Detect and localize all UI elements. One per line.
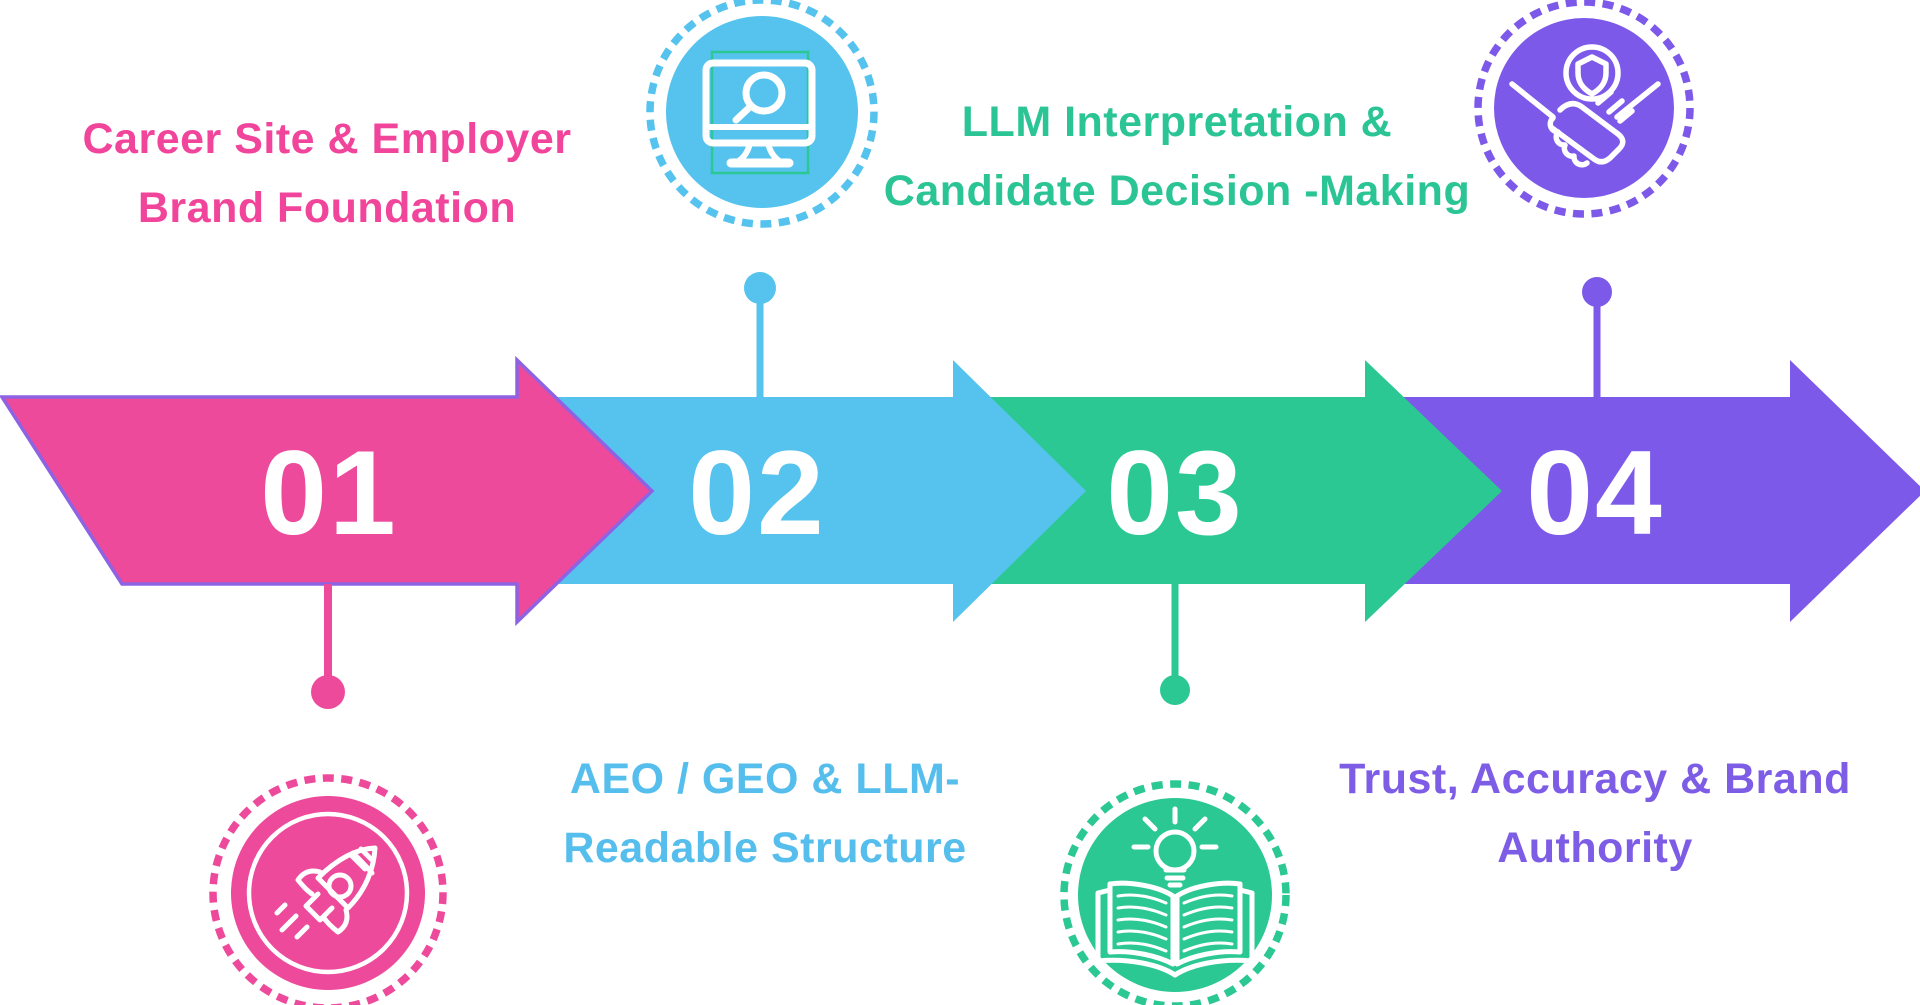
arrow-01	[0, 355, 655, 627]
stage-01-title-line2: Brand Foundation	[137, 184, 517, 232]
connector-dot-04	[1582, 277, 1612, 307]
connector-dot-03	[1160, 675, 1190, 705]
rocket-icon	[209, 774, 447, 1005]
stage-02-title-line2: Readable Structure	[563, 824, 967, 872]
stage-01-title-line1: Career Site & Employer	[82, 115, 572, 163]
arrow-03	[952, 360, 1502, 622]
stage-04-number: 04	[1526, 426, 1664, 560]
stage-03-title: LLM Interpretation & Candidate Decision …	[837, 88, 1517, 226]
stage-04-title: Trust, Accuracy & Brand Authority	[1275, 745, 1915, 883]
stage-04-title-line2: Authority	[1497, 824, 1693, 872]
connector-dot-01	[311, 675, 345, 709]
stage-04-title-line1: Trust, Accuracy & Brand	[1339, 755, 1851, 803]
connector-01	[311, 584, 345, 709]
stage-02-number: 02	[688, 426, 826, 560]
stage-03-title-line1: LLM Interpretation &	[961, 98, 1393, 146]
stage-03-title-line2: Candidate Decision -Making	[883, 167, 1471, 215]
connector-02	[744, 272, 776, 397]
arrow-04	[1363, 360, 1920, 622]
stage-01-number: 01	[260, 426, 398, 560]
stage-01-title: Career Site & Employer Brand Foundation	[47, 105, 607, 243]
open-book-idea-icon	[1060, 780, 1290, 1005]
stage-02-title: AEO / GEO & LLM- Readable Structure	[485, 745, 1045, 883]
stage-03-number: 03	[1106, 426, 1244, 560]
stage-02-title-line1: AEO / GEO & LLM-	[569, 755, 961, 803]
handshake-shield-icon	[1474, 0, 1694, 218]
connector-03	[1160, 584, 1190, 705]
connector-04	[1582, 277, 1612, 397]
connector-dot-02	[744, 272, 776, 304]
arrow-02	[515, 360, 1086, 622]
monitor-search-icon	[646, 0, 878, 228]
